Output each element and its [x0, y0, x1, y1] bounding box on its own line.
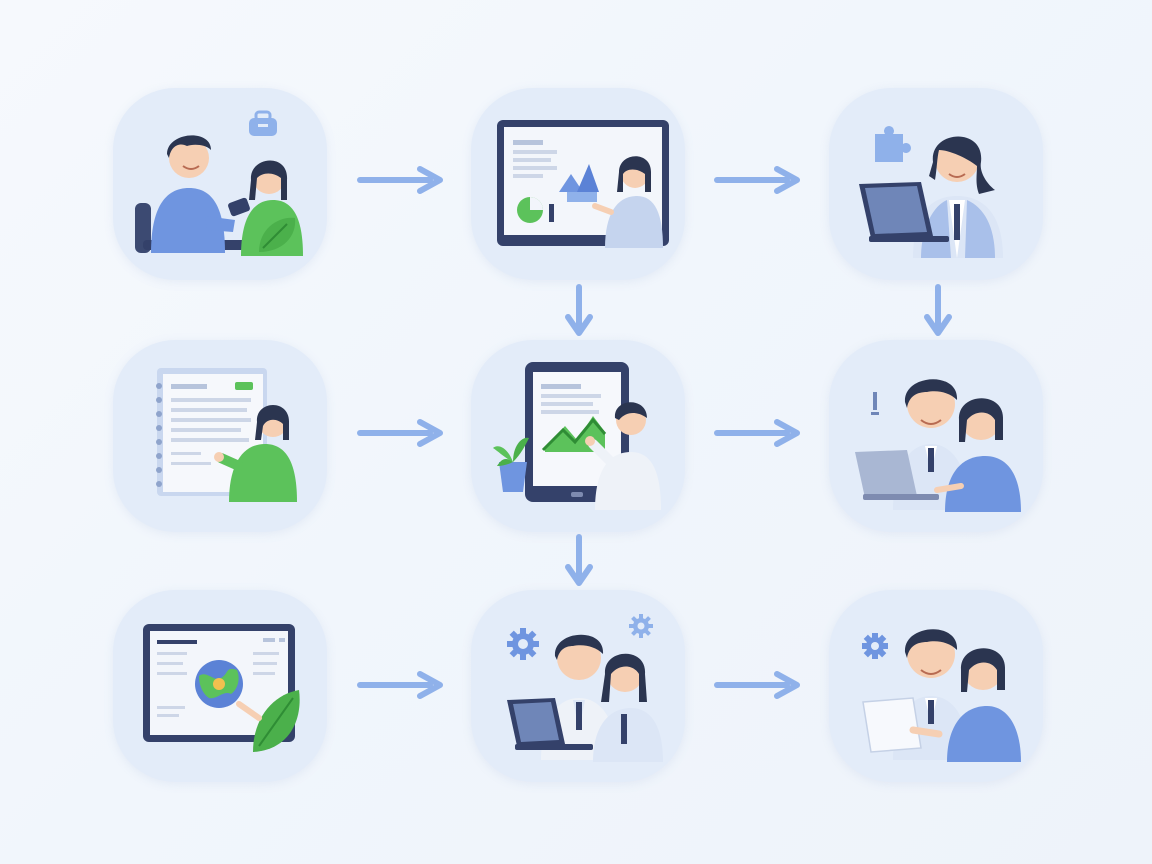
arrow-right-4: [713, 418, 803, 448]
arrow-down-2: [923, 283, 953, 339]
presentation-screen-icon: [497, 120, 669, 248]
step-team-laptop-review: [829, 340, 1043, 532]
two-people-consultation-icon: [135, 110, 303, 256]
step-document-review: [113, 340, 327, 532]
document-review-icon: [156, 368, 297, 502]
arrow-down-3: [564, 533, 594, 589]
step-report-handover: [829, 590, 1043, 782]
map-dashboard-icon: [143, 624, 300, 752]
tablet-growth-chart-icon: [493, 362, 661, 510]
step-lab-collaboration: [471, 590, 685, 782]
arrow-right-1: [356, 165, 446, 195]
arrow-right-5: [356, 670, 446, 700]
arrow-right-6: [713, 670, 803, 700]
arrow-right-2: [713, 165, 803, 195]
step-map-dashboard: [113, 590, 327, 782]
step-tablet-growth: [471, 340, 685, 532]
lab-coat-team-icon: [507, 614, 663, 762]
woman-laptop-icon: [859, 126, 1003, 258]
pair-laptop-review-icon: [855, 379, 1021, 512]
step-consultation: [113, 88, 327, 280]
step-data-presentation: [471, 88, 685, 280]
arrow-right-3: [356, 418, 446, 448]
step-laptop-specialist: [829, 88, 1043, 280]
report-handover-icon: [862, 629, 1021, 762]
arrow-down-1: [564, 283, 594, 339]
